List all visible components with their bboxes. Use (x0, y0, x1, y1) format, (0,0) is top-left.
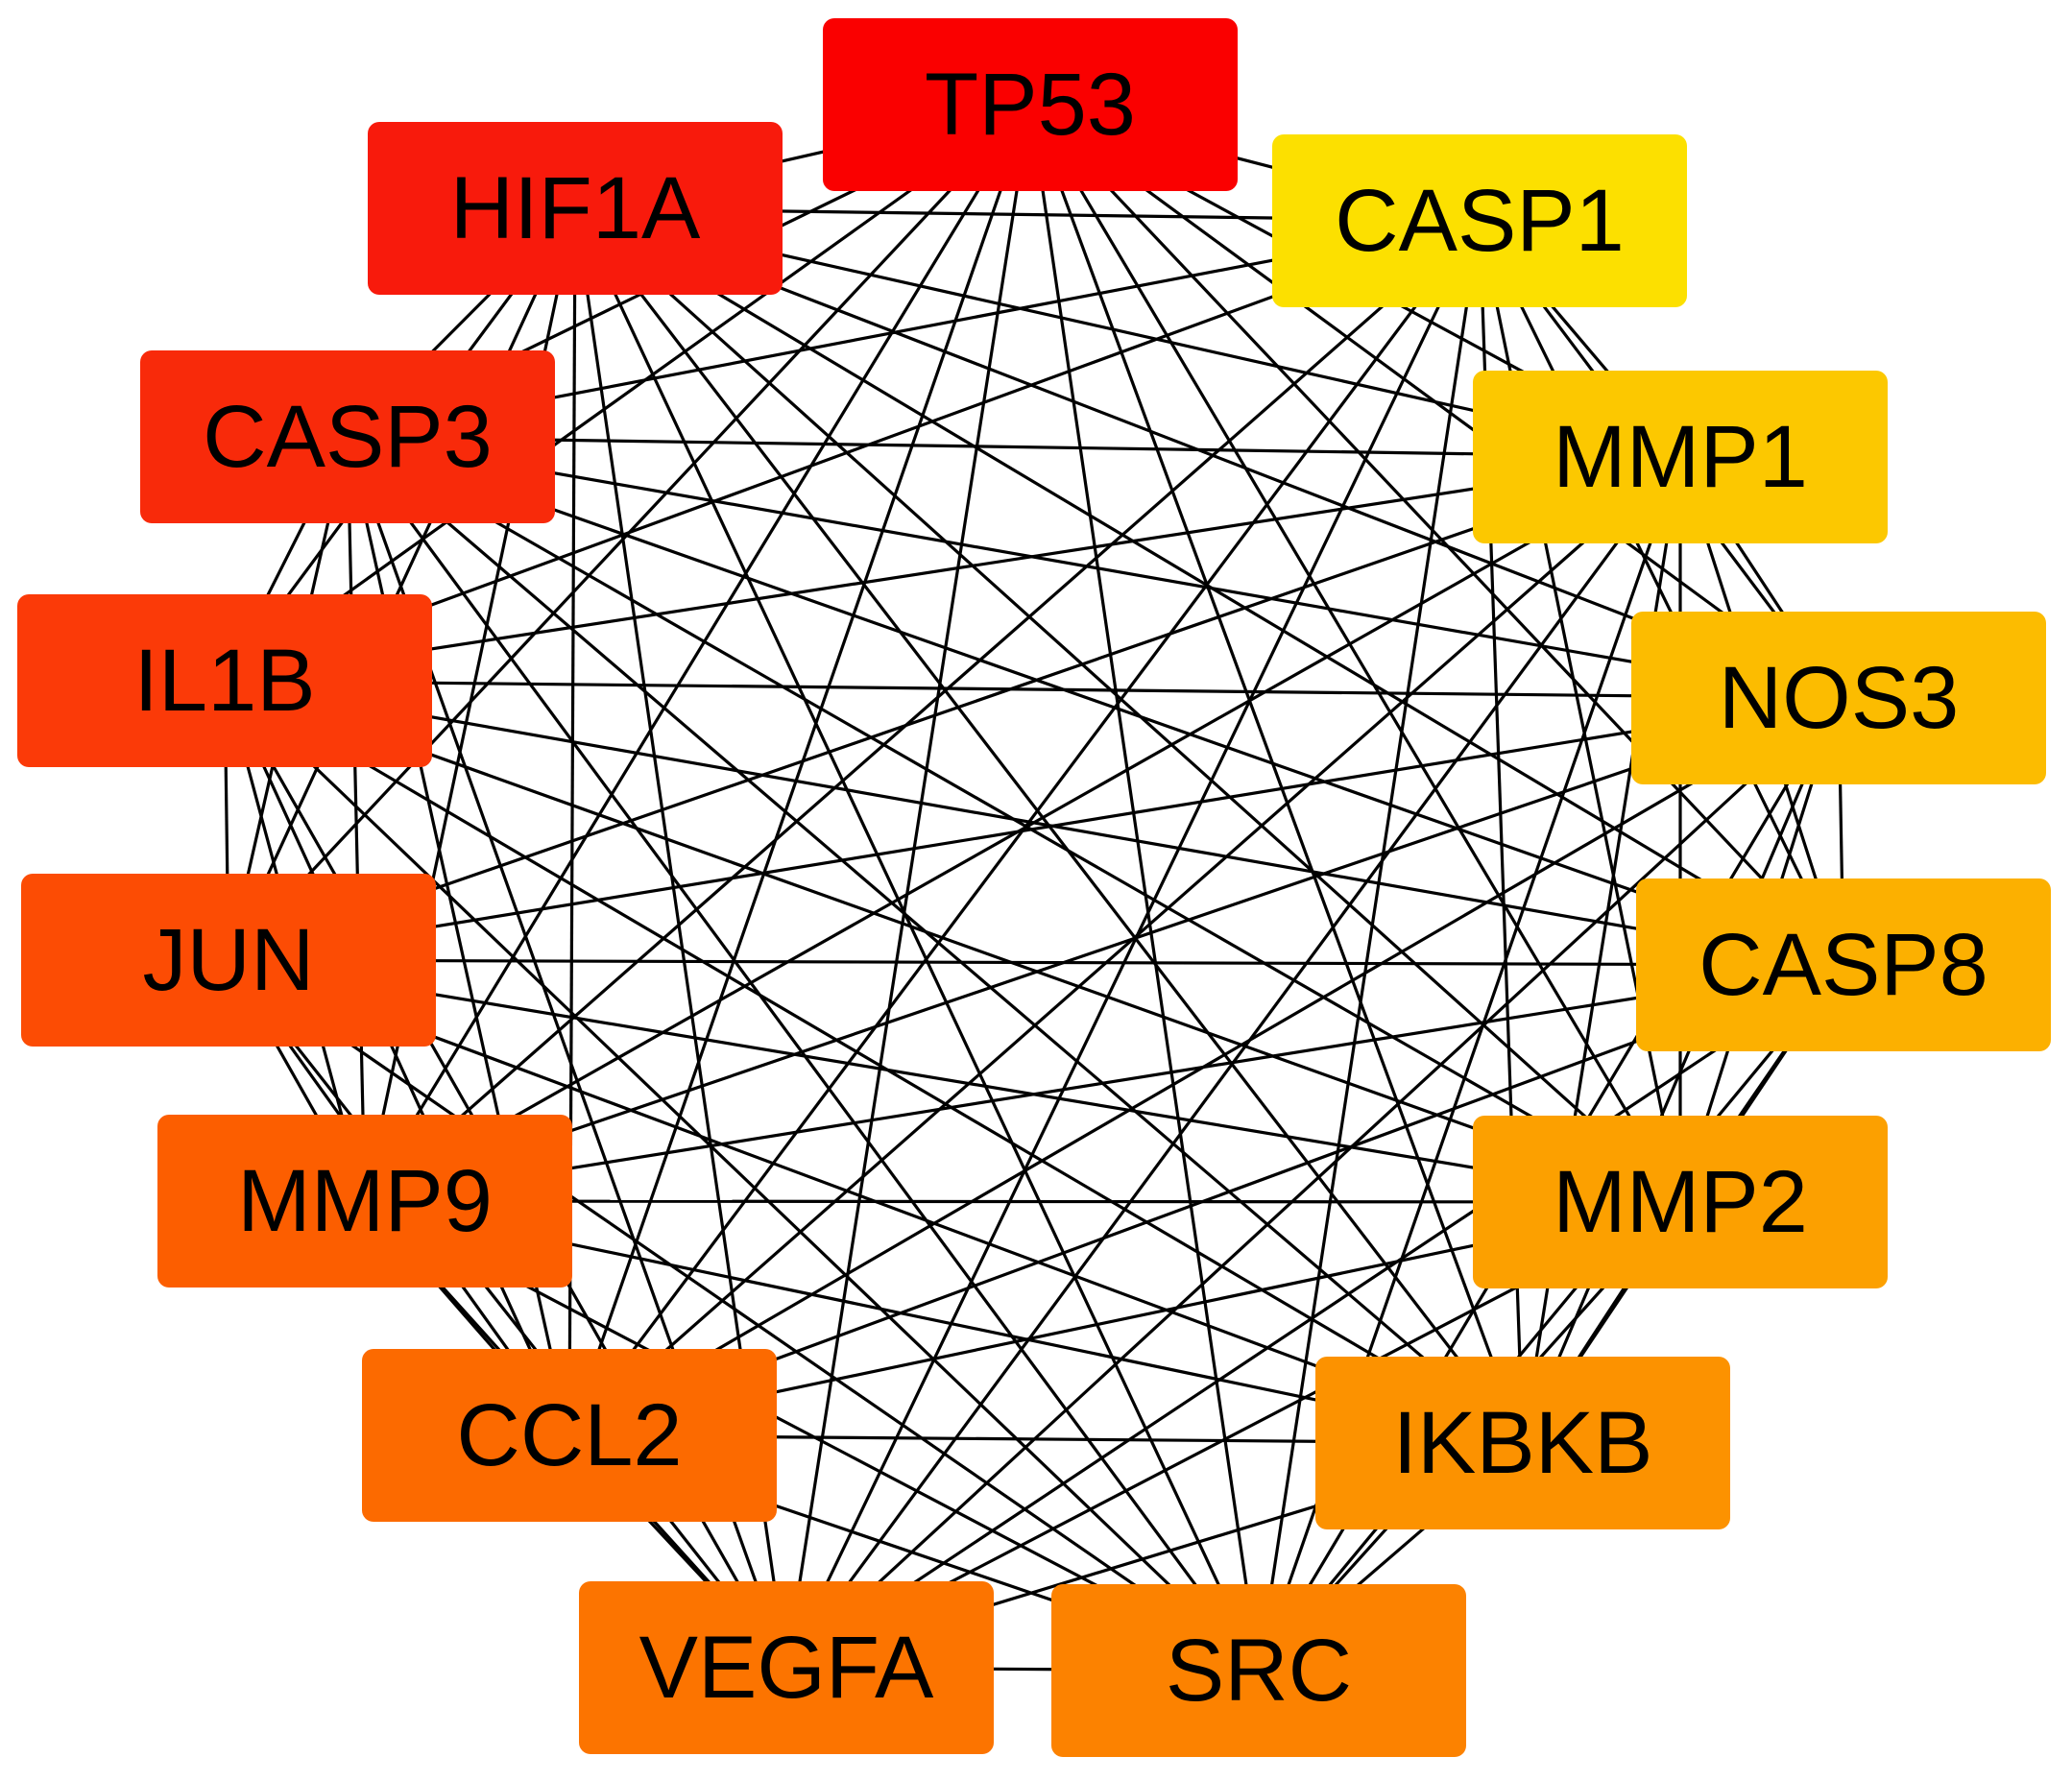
node-src[interactable]: SRC (1051, 1584, 1466, 1757)
node-label: IL1B (133, 632, 315, 730)
edge-casp3-mmp9 (346, 436, 367, 1202)
node-box (579, 1581, 994, 1754)
edge-il1b-casp1 (224, 219, 1481, 683)
node-ikbkb[interactable]: IKBKB (1315, 1357, 1730, 1529)
edge-jun-mmp2 (228, 958, 1681, 1204)
node-hif1a[interactable]: HIF1A (368, 122, 783, 295)
edge-casp3-casp8 (347, 435, 1844, 967)
edge-src-casp1 (1257, 220, 1482, 1672)
node-box (157, 1115, 572, 1288)
node-box (140, 350, 555, 523)
edge-mmp9-casp1 (363, 219, 1482, 1203)
edge-il1b-ccl2 (223, 680, 571, 1436)
node-box (21, 874, 436, 1047)
node-label: MMP9 (237, 1152, 493, 1250)
edge-tp53-src (1028, 104, 1261, 1672)
edge-tp53-il1b (224, 103, 1031, 683)
node-il1b[interactable]: IL1B (17, 594, 432, 767)
edge-tp53-ccl2 (567, 104, 1032, 1436)
node-vegfa[interactable]: VEGFA (579, 1581, 994, 1754)
edge-hif1a-nos3 (574, 206, 1840, 700)
edge-tp53-vegfa (784, 104, 1032, 1669)
node-label: MMP2 (1553, 1153, 1808, 1251)
edge-casp3-src (346, 436, 1261, 1672)
node-label: CCL2 (456, 1386, 682, 1484)
edge-ccl2-casp1 (567, 220, 1482, 1436)
node-mmp9[interactable]: MMP9 (157, 1115, 572, 1288)
node-label: CASP8 (1699, 916, 1988, 1014)
node-box (1631, 612, 2046, 784)
node-mmp2[interactable]: MMP2 (1473, 1116, 1888, 1288)
node-box (362, 1349, 777, 1522)
node-jun[interactable]: JUN (21, 874, 436, 1047)
node-mmp1[interactable]: MMP1 (1473, 371, 1888, 543)
node-box (1473, 1116, 1888, 1288)
edge-il1b-src (223, 679, 1261, 1673)
node-label: CASP3 (203, 388, 493, 486)
edge-casp8-casp1 (1478, 220, 1845, 966)
node-nos3[interactable]: NOS3 (1631, 612, 2046, 784)
node-box (1315, 1357, 1730, 1529)
edge-mmp9-mmp2 (364, 1199, 1681, 1204)
edge-ccl2-nos3 (568, 696, 1840, 1437)
edge-hif1a-src (573, 207, 1261, 1672)
node-label: MMP1 (1553, 408, 1808, 506)
node-casp3[interactable]: CASP3 (140, 350, 555, 523)
node-ccl2[interactable]: CCL2 (362, 1349, 777, 1522)
node-box (17, 594, 432, 767)
node-box (823, 18, 1238, 191)
edge-hif1a-mmp2 (573, 206, 1682, 1204)
node-box (1272, 134, 1687, 307)
edge-mmp9-casp8 (364, 963, 1844, 1203)
edge-vegfa-casp1 (784, 220, 1482, 1669)
node-label: TP53 (925, 56, 1136, 154)
edge-hif1a-jun (227, 207, 577, 961)
node-label: IKBKB (1392, 1394, 1652, 1492)
node-casp1[interactable]: CASP1 (1272, 134, 1687, 307)
node-label: VEGFA (639, 1619, 934, 1717)
edge-tp53-mmp2 (1028, 104, 1682, 1203)
edge-vegfa-nos3 (784, 696, 1841, 1670)
edge-src-casp8 (1257, 963, 1845, 1673)
node-box (1051, 1584, 1466, 1757)
edge-il1b-nos3 (224, 679, 1840, 700)
node-label: HIF1A (450, 159, 701, 257)
edge-vegfa-mmp1 (784, 456, 1682, 1669)
edge-casp3-nos3 (347, 435, 1840, 700)
edge-tp53-casp8 (1028, 103, 1845, 967)
node-box (368, 122, 783, 295)
edge-il1b-ikbkb (224, 679, 1524, 1445)
edge-jun-casp8 (228, 958, 1844, 967)
edge-jun-mmp1 (228, 455, 1681, 962)
node-label: JUN (143, 911, 315, 1009)
edge-jun-nos3 (228, 696, 1840, 962)
edge-jun-vegfa (227, 959, 788, 1669)
edge-casp3-mmp1 (347, 435, 1681, 459)
node-label: CASP1 (1335, 172, 1625, 270)
node-box (1473, 371, 1888, 543)
edge-jun-src (228, 958, 1260, 1673)
node-casp8[interactable]: CASP8 (1636, 878, 2051, 1051)
node-tp53[interactable]: TP53 (823, 18, 1238, 191)
node-box (1636, 878, 2051, 1051)
node-label: NOS3 (1719, 649, 1960, 747)
edge-vegfa-casp8 (785, 963, 1844, 1670)
node-label: SRC (1166, 1622, 1352, 1720)
